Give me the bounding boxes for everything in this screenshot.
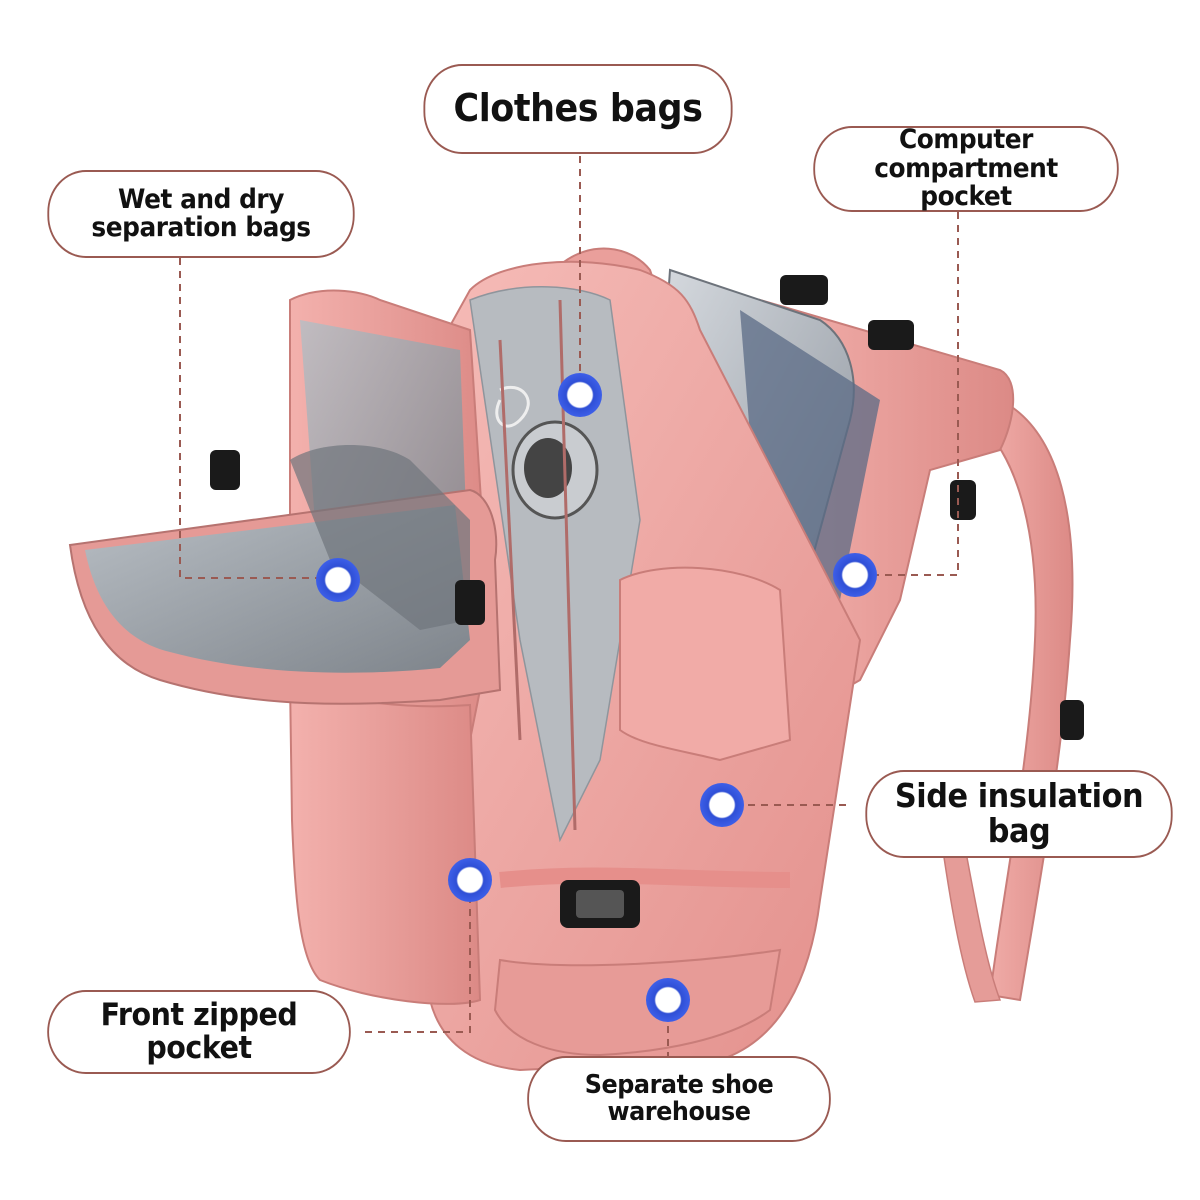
hotspot-dot-icon [700, 783, 744, 827]
callout-front-zipped-pocket: Front zipped pocket [47, 990, 351, 1074]
cable [495, 385, 530, 428]
hotspot-markers [316, 373, 877, 1022]
hotspot-dot-icon [316, 558, 360, 602]
callout-side-insulation: Side insulation bag [865, 770, 1173, 858]
hotspot-dot-icon [448, 858, 492, 902]
leader-lines [179, 156, 959, 1056]
hotspot-dot-icon [646, 978, 690, 1022]
callout-wet-dry-separation: Wet and dry separation bags [47, 170, 355, 258]
shoe-compartment [493, 948, 782, 1057]
strap-webbing [939, 818, 1002, 1003]
front-pocket [619, 566, 792, 762]
lower-body [288, 678, 482, 1005]
hotspot-dot-icon [558, 373, 602, 417]
leader-front [365, 880, 471, 1033]
leader-computer [855, 212, 959, 576]
leader-wetdry [179, 258, 338, 579]
callout-shoe-warehouse: Separate shoe warehouse [527, 1056, 831, 1142]
compression-strap [499, 867, 791, 888]
side-buckle [210, 450, 240, 490]
hotspot-dot-icon [833, 553, 877, 597]
callout-computer-compartment: Computer compartment pocket [813, 126, 1119, 212]
mesh-pocket [290, 445, 470, 630]
callout-clothes-bags: Clothes bags [423, 64, 733, 154]
shoulder-strap [973, 398, 1074, 1002]
